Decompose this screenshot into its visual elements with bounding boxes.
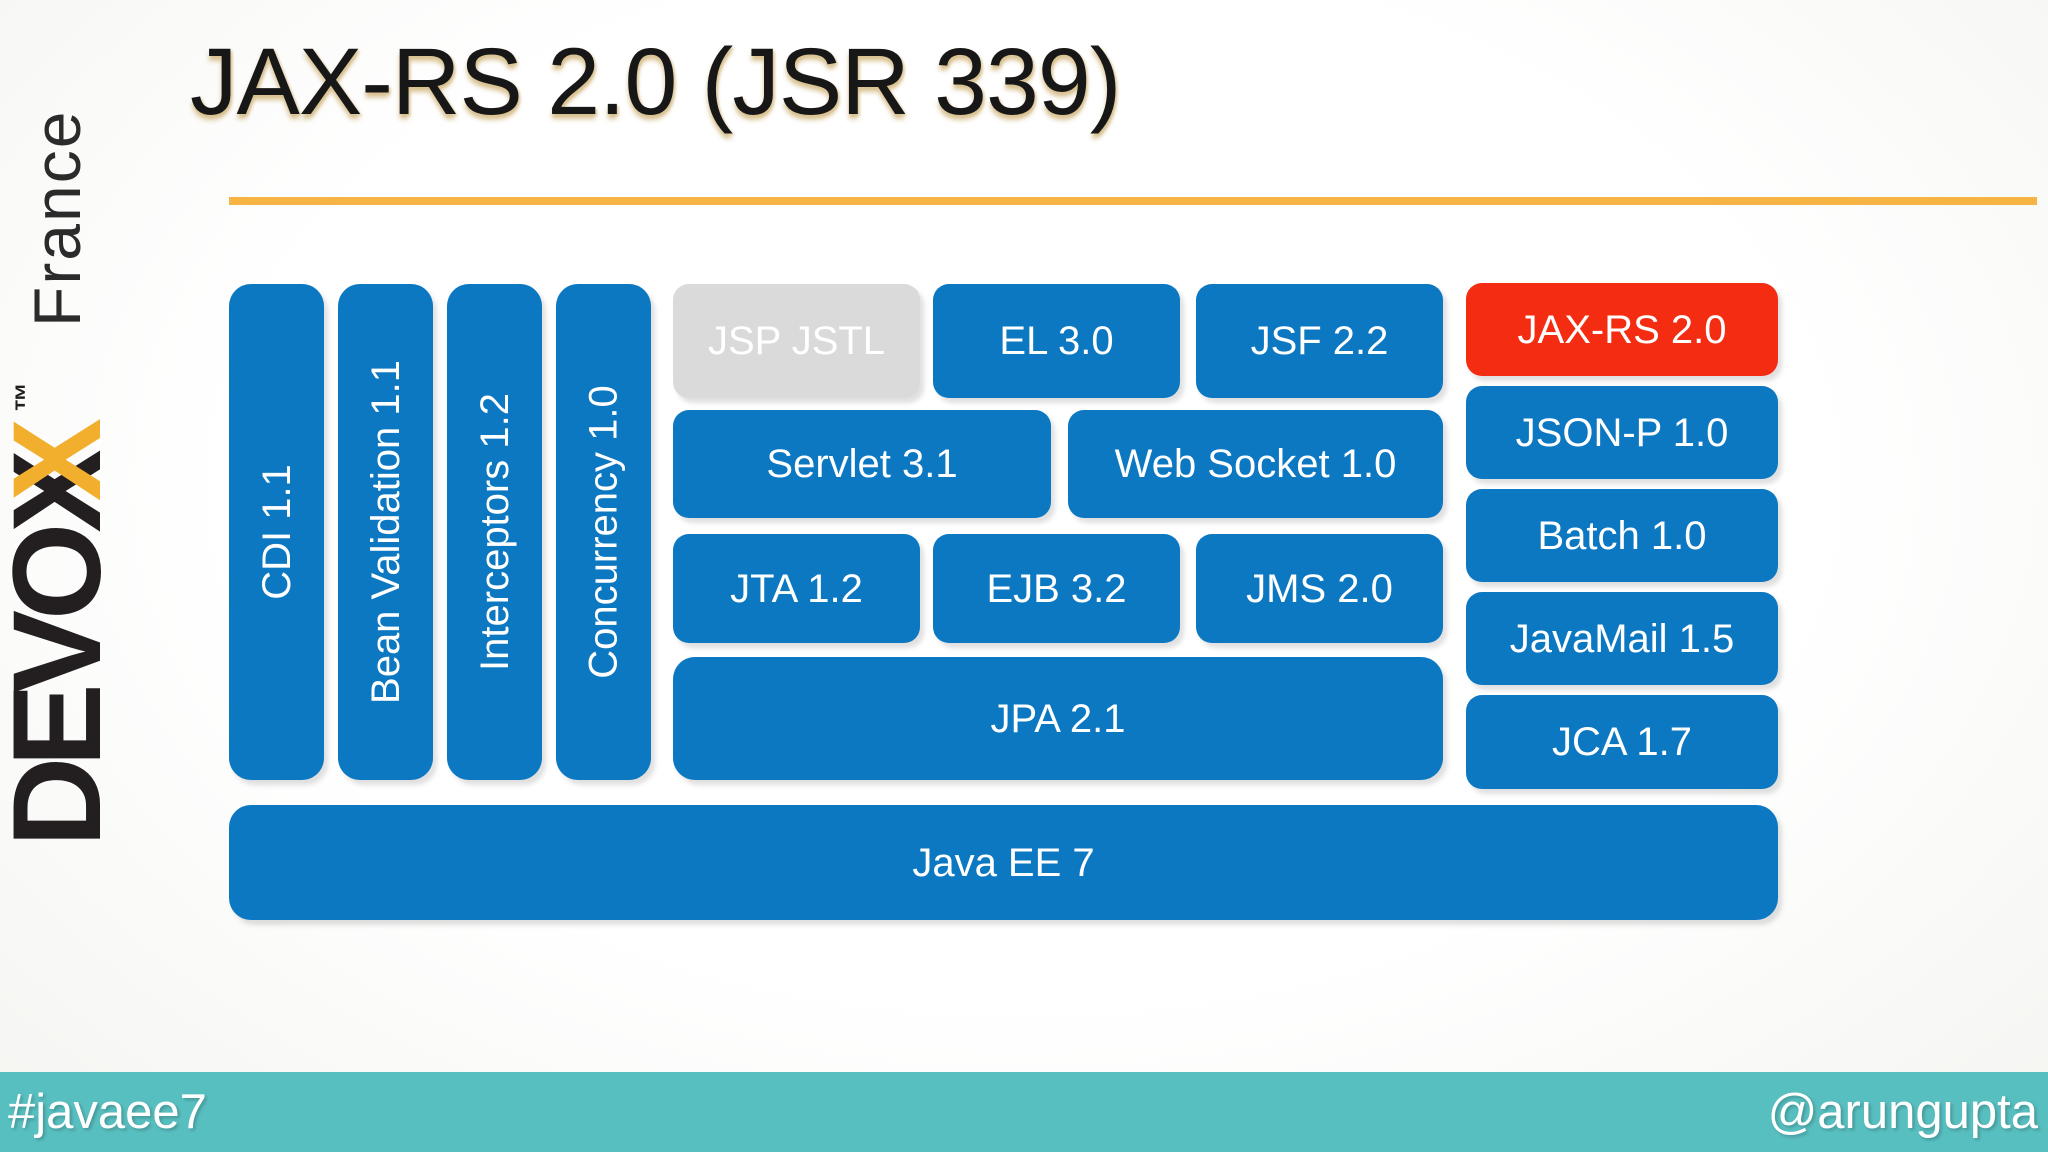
box-jsp-jstl: JSP JSTL	[673, 284, 920, 398]
box-json-p: JSON-P 1.0	[1466, 386, 1778, 479]
box-javamail: JavaMail 1.5	[1466, 592, 1778, 685]
box-cdi: CDI 1.1	[229, 284, 324, 780]
box-java-ee-7: Java EE 7	[229, 805, 1778, 920]
box-jpa-label: JPA 2.1	[990, 696, 1126, 741]
logo-x-yellow: X	[0, 418, 127, 502]
box-javamail-label: JavaMail 1.5	[1509, 616, 1735, 661]
box-interceptors-label: Interceptors 1.2	[472, 393, 517, 671]
box-servlet: Servlet 3.1	[673, 410, 1051, 518]
box-jms-label: JMS 2.0	[1246, 566, 1393, 611]
logo-brand-text: DEVO	[0, 532, 127, 847]
box-jca-label: JCA 1.7	[1551, 720, 1693, 764]
trademark-symbol: ™	[10, 382, 43, 412]
box-jax-rs-label: JAX-RS 2.0	[1517, 307, 1727, 352]
hashtag-label: #javaee7	[8, 1085, 207, 1139]
box-el: EL 3.0	[933, 284, 1180, 398]
slide-title: JAX-RS 2.0 (JSR 339)	[190, 29, 1121, 135]
box-json-p-label: JSON-P 1.0	[1515, 410, 1729, 455]
box-jca: JCA 1.7	[1466, 695, 1778, 789]
devoxx-france-logo: DEVO X X ™ France	[0, 57, 127, 847]
box-batch: Batch 1.0	[1466, 489, 1778, 582]
box-java-ee-7-label: Java EE 7	[912, 840, 1095, 885]
box-cdi-label: CDI 1.1	[254, 464, 299, 600]
logo-region-text: France	[20, 109, 94, 327]
box-jta: JTA 1.2	[673, 534, 920, 643]
box-el-label: EL 3.0	[999, 319, 1114, 363]
twitter-handle: @arungupta	[1767, 1085, 2038, 1139]
box-jta-label: JTA 1.2	[730, 566, 863, 611]
box-batch-label: Batch 1.0	[1537, 513, 1707, 558]
box-ejb-label: EJB 3.2	[986, 566, 1127, 611]
footer-bar: #javaee7 @arungupta	[0, 1072, 2048, 1152]
box-jax-rs-highlighted: JAX-RS 2.0	[1466, 283, 1778, 376]
box-concurrency: Concurrency 1.0	[556, 284, 651, 780]
box-servlet-label: Servlet 3.1	[766, 442, 958, 486]
box-jsp-jstl-label: JSP JSTL	[707, 319, 886, 363]
box-web-socket-label: Web Socket 1.0	[1114, 442, 1397, 486]
title-divider-rule	[229, 197, 2037, 205]
box-concurrency-label: Concurrency 1.0	[581, 385, 626, 679]
box-interceptors: Interceptors 1.2	[447, 284, 542, 780]
box-ejb: EJB 3.2	[933, 534, 1180, 643]
box-jsf-label: JSF 2.2	[1250, 319, 1389, 363]
box-bean-validation-label: Bean Validation 1.1	[363, 360, 408, 704]
box-jpa: JPA 2.1	[673, 657, 1443, 780]
box-jsf: JSF 2.2	[1196, 284, 1443, 398]
box-jms: JMS 2.0	[1196, 534, 1443, 643]
box-bean-validation: Bean Validation 1.1	[338, 284, 433, 780]
box-web-socket: Web Socket 1.0	[1068, 410, 1443, 518]
